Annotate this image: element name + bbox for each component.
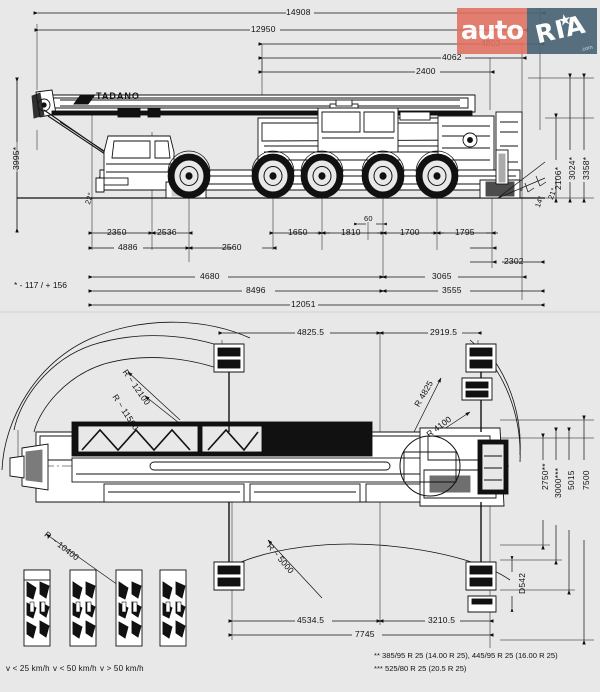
- tadano-logo: TADANO: [96, 91, 140, 101]
- dim-1795: 1795: [455, 227, 475, 237]
- watermark-auto-text: auto: [460, 16, 524, 46]
- steering-label-2: v < 50 km/h: [53, 664, 97, 673]
- dim-2400: 2400: [416, 66, 436, 76]
- asterisk-footnote: * - 117 / + 156: [14, 280, 68, 290]
- dim-3358: 3358*: [581, 156, 591, 180]
- dim-12950: 12950: [251, 24, 276, 34]
- footnote-triple-asterisk: *** 525/80 R 25 (20.5 R 25): [374, 664, 467, 673]
- dim-2750: 2750**: [540, 463, 550, 490]
- watermark-ria-text: RIA: [532, 9, 589, 50]
- dim-7500: 7500: [581, 470, 591, 490]
- dim-4886: 4886: [118, 242, 138, 252]
- dim-2106: 2106*: [553, 166, 563, 190]
- dim-12051: 12051: [291, 299, 316, 309]
- dim-3210-5: 3210.5: [428, 615, 456, 625]
- dim-3995: 3995*: [11, 146, 21, 170]
- dim-2350: 2350: [107, 227, 127, 237]
- dim-1700: 1700: [400, 227, 420, 237]
- dim-4062: 4062: [442, 52, 462, 62]
- steering-label-3: v > 50 km/h: [100, 664, 144, 673]
- steering-label-1: v < 25 km/h: [6, 664, 50, 673]
- watermark-ria: ★ RIA .com: [527, 8, 597, 54]
- dim-7745: 7745: [355, 629, 375, 639]
- footnote-double-asterisk: ** 385/95 R 25 (14.00 R 25), 445/95 R 25…: [374, 651, 558, 660]
- dim-3000: 3000***: [553, 467, 563, 498]
- dim-4825-5: 4825.5: [297, 327, 325, 337]
- dim-2919-5: 2919.5: [430, 327, 458, 337]
- dim-2560: 2560: [222, 242, 242, 252]
- dim-d542: D542: [517, 572, 527, 594]
- dim-3024: 3024*: [567, 156, 577, 180]
- dim-3065: 3065: [432, 271, 452, 281]
- watermark-auto: auto: [457, 8, 527, 54]
- dim-4534-5: 4534.5: [297, 615, 325, 625]
- dim-1650: 1650: [288, 227, 308, 237]
- dim-1810: 1810: [341, 227, 361, 237]
- dim-2302: 2302: [504, 256, 524, 266]
- watermark-ria-domain: .com: [580, 44, 594, 54]
- dim-14908: 14908: [286, 7, 311, 17]
- dim-5015: 5015: [566, 470, 576, 490]
- dim-2536: 2536: [157, 227, 177, 237]
- dim-8496: 8496: [246, 285, 266, 295]
- dim-3555: 3555: [442, 285, 462, 295]
- dim-4680: 4680: [200, 271, 220, 281]
- dim-60: 60: [364, 214, 373, 223]
